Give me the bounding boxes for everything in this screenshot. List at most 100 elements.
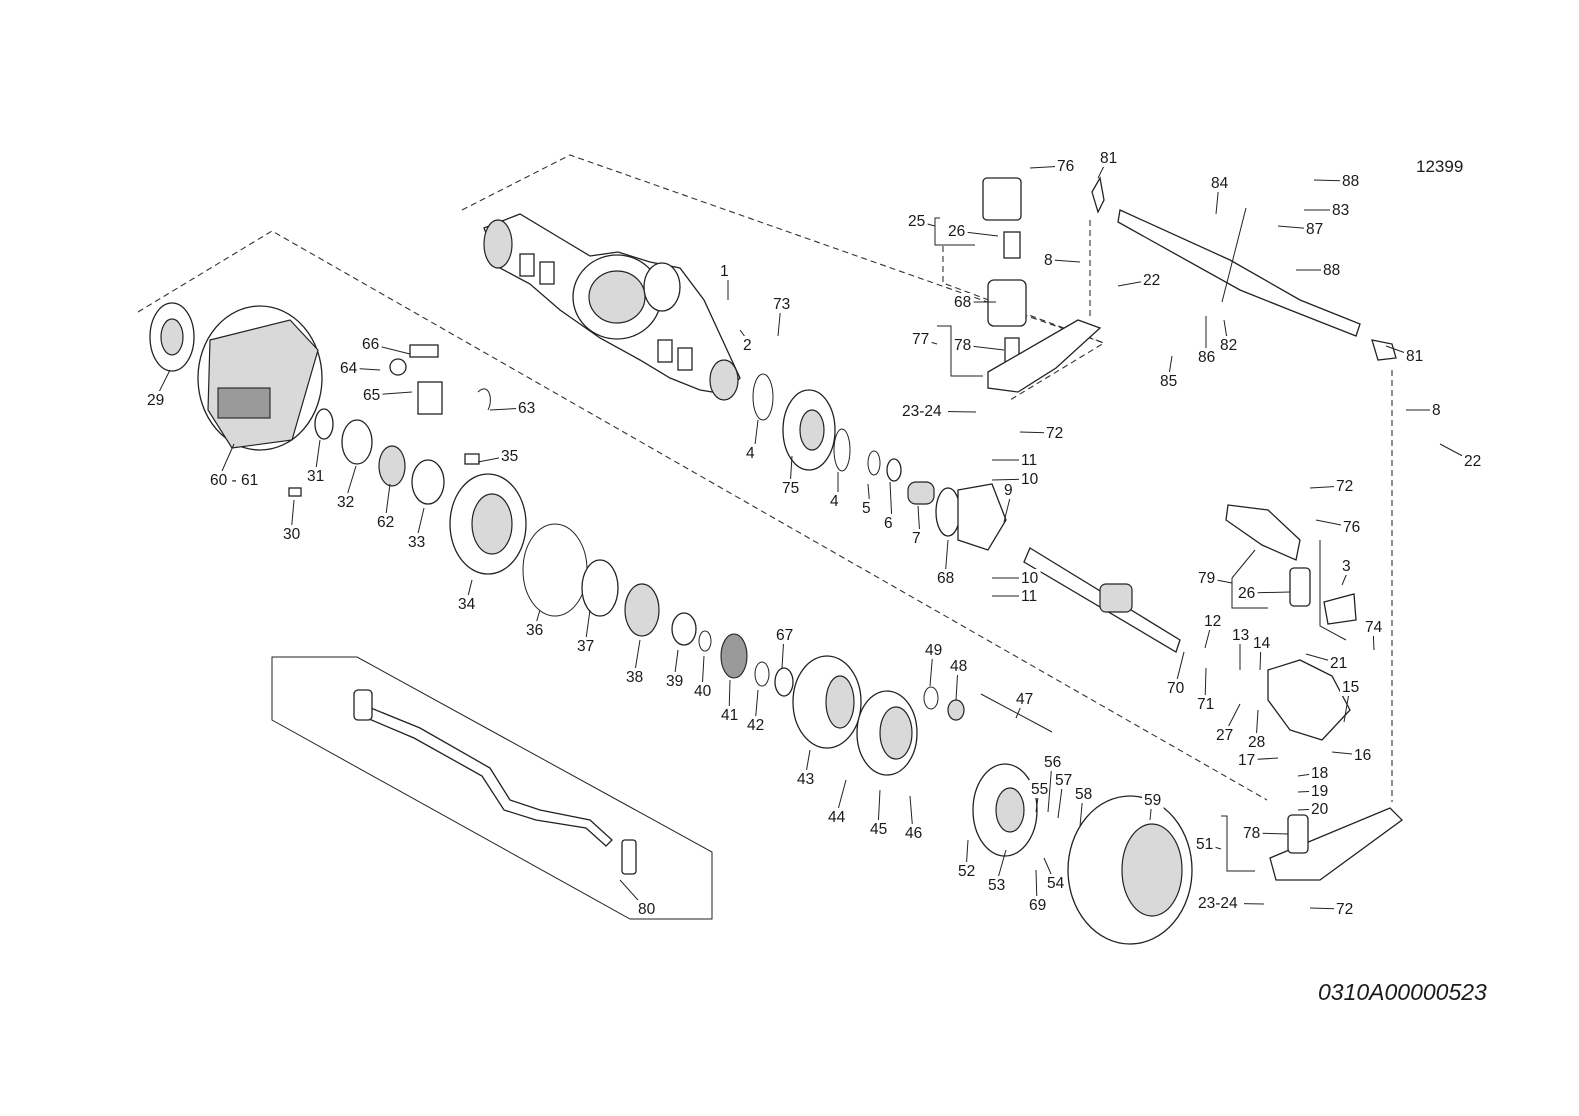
callout-c38: 38 [624, 639, 646, 686]
callout-backdrop [1073, 785, 1095, 803]
callout-c46: 46 [903, 795, 925, 842]
callout-c81b: 81 [1385, 345, 1426, 365]
callout-number: 20 [1311, 801, 1329, 818]
callout-c32: 32 [335, 465, 357, 511]
callout-backdrop [1019, 569, 1041, 587]
callout-backdrop [1027, 896, 1049, 914]
callout-number: 18 [1311, 765, 1328, 782]
callout-number: 82 [1220, 337, 1237, 354]
callout-c55: 55 [1029, 780, 1051, 813]
callout-backdrop [1019, 451, 1041, 469]
callout-backdrop [882, 514, 895, 532]
callout-number: 7 [912, 530, 921, 547]
callout-number: 60 - 61 [210, 472, 258, 489]
callout-backdrop [208, 471, 274, 489]
shaft-steering [935, 176, 1403, 881]
callout-backdrop [1462, 452, 1484, 470]
callout-c35: 35 [477, 447, 521, 465]
callout-c40: 40 [692, 655, 714, 700]
callout-c53: 53 [986, 849, 1008, 894]
callout-number: 14 [1253, 635, 1271, 652]
callout-c14: 14 [1251, 634, 1273, 671]
callout-number: 38 [626, 669, 643, 686]
callout-c88a: 88 [1313, 172, 1362, 190]
callout-backdrop [1341, 518, 1363, 536]
callout-number: 63 [518, 400, 535, 417]
callout-number: 77 [912, 331, 929, 348]
callout-c67: 67 [774, 626, 796, 669]
callout-number: 47 [1016, 691, 1033, 708]
callout-c68b: 68 [935, 539, 957, 587]
callout-backdrop [1002, 481, 1015, 499]
callout-backdrop [1055, 157, 1077, 175]
callout-c85: 85 [1158, 355, 1180, 390]
callout-c41: 41 [719, 679, 741, 724]
callout-backdrop [624, 668, 646, 686]
callout-backdrop [780, 479, 802, 497]
callout-c33: 33 [406, 507, 428, 551]
callout-backdrop [636, 900, 658, 918]
callout-c83: 83 [1304, 201, 1352, 219]
callout-c58: 58 [1073, 785, 1095, 827]
callout-c11a: 11 [992, 451, 1041, 469]
callout-c25: 25 [906, 212, 936, 230]
callout-backdrop [771, 295, 793, 313]
callout-c30: 30 [281, 499, 303, 543]
callout-c8a: 8 [1042, 251, 1081, 269]
callout-number: 22 [1143, 272, 1160, 289]
callout-number: 68 [954, 294, 971, 311]
callout-number: 13 [1232, 627, 1249, 644]
callout-number: 29 [147, 392, 164, 409]
callout-backdrop [744, 444, 757, 462]
callout-backdrop [335, 493, 357, 511]
callout-backdrop [774, 626, 796, 644]
callout-backdrop [935, 569, 957, 587]
axle-housing [483, 213, 741, 401]
callout-backdrop [1196, 569, 1218, 587]
callout-c73: 73 [771, 295, 793, 337]
callout-number: 36 [526, 622, 543, 639]
group-outlines [137, 154, 1268, 920]
callout-backdrop [1340, 557, 1353, 575]
callout-backdrop [1430, 401, 1443, 419]
callout-number: 83 [1332, 202, 1349, 219]
callout-number: 23-24 [1198, 895, 1238, 912]
callout-number: 73 [773, 296, 790, 313]
callout-backdrop [692, 682, 714, 700]
callout-c82: 82 [1218, 319, 1240, 354]
callout-number: 23-24 [902, 403, 942, 420]
callout-backdrop [1141, 271, 1163, 289]
callout-backdrop [499, 447, 521, 465]
callout-backdrop [361, 386, 383, 404]
callout-number: 25 [908, 213, 925, 230]
callout-number: 67 [776, 627, 793, 644]
callout-backdrop [1142, 791, 1164, 809]
leader-line [1051, 259, 1081, 263]
callout-number: 88 [1342, 173, 1359, 190]
callout-backdrop [1309, 764, 1331, 782]
callout-number: 22 [1464, 453, 1481, 470]
callout-c10b: 10 [992, 569, 1041, 587]
callout-number: 59 [1144, 792, 1161, 809]
brake-assembly [149, 302, 527, 575]
callout-number: 79 [1198, 570, 1215, 587]
callout-c19: 19 [1297, 782, 1331, 800]
callout-number: 4 [830, 493, 839, 510]
callout-backdrop [1340, 678, 1362, 696]
callout-backdrop [1165, 679, 1187, 697]
callout-number: 66 [362, 336, 379, 353]
callout-backdrop [281, 525, 303, 543]
callout-backdrop [910, 330, 932, 348]
callout-c12: 12 [1202, 612, 1224, 649]
callout-number: 19 [1311, 783, 1328, 800]
callout-backdrop [1196, 894, 1244, 912]
callout-backdrop [718, 262, 731, 280]
callout-number: 26 [948, 223, 965, 240]
callout-c86: 86 [1196, 316, 1218, 366]
callout-c45: 45 [868, 789, 890, 838]
callout-number: 46 [905, 825, 922, 842]
callout-number: 1 [720, 263, 729, 280]
callout-number: 72 [1336, 901, 1353, 918]
callout-backdrop [906, 212, 928, 230]
